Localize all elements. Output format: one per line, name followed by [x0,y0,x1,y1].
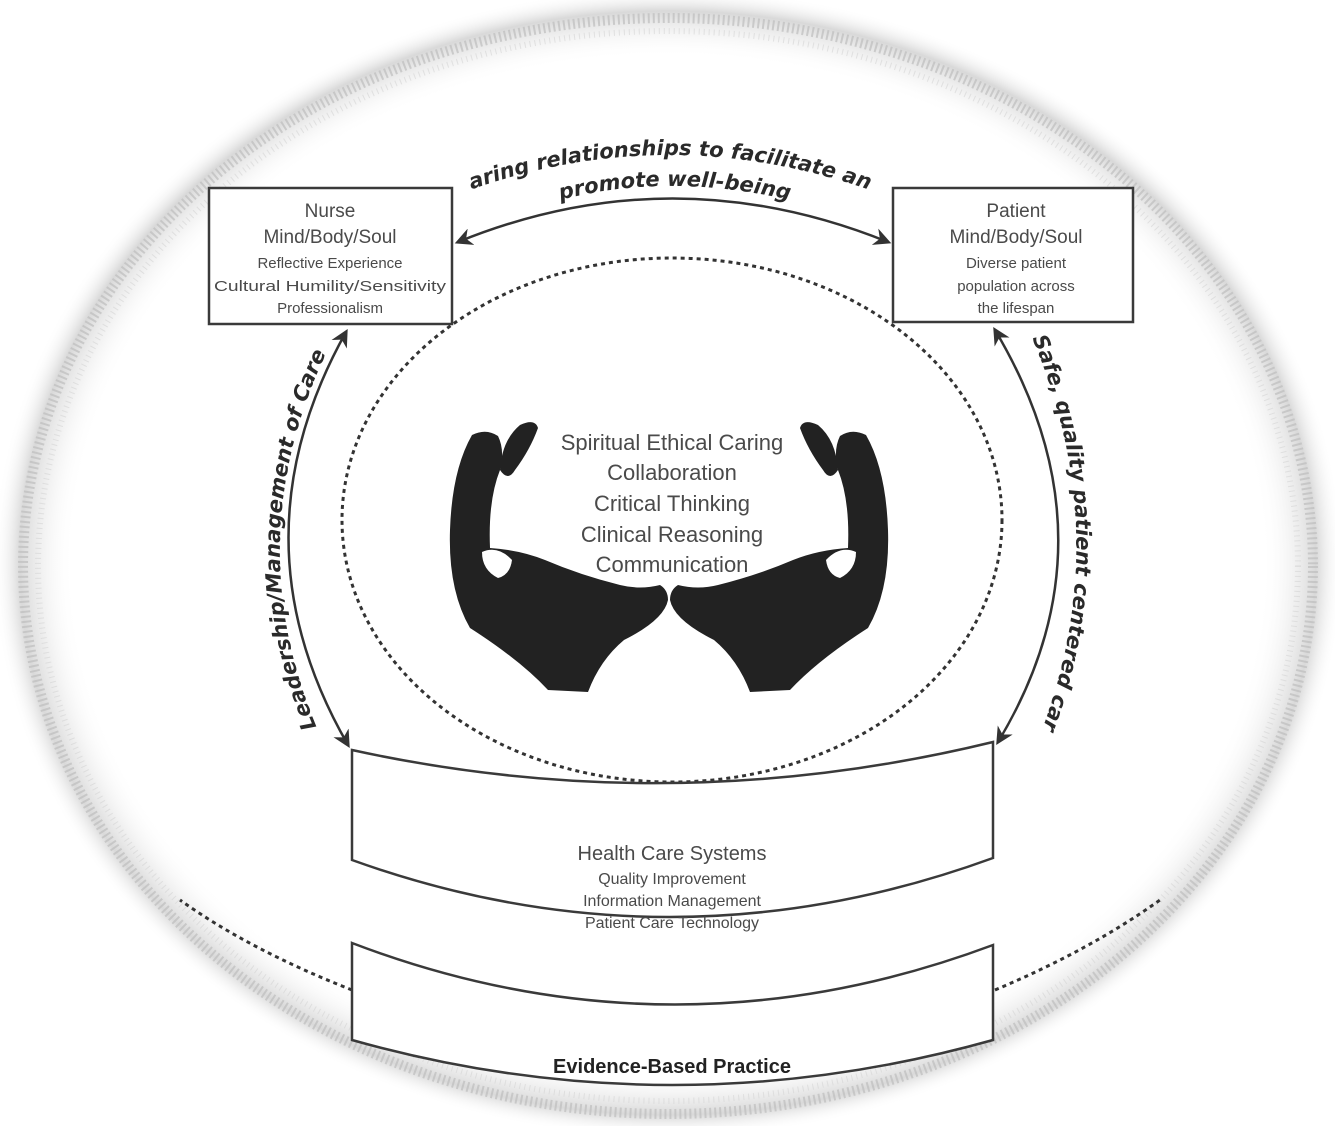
patient-box: Patient Mind/Body/Soul Diverse patient p… [891,186,1135,324]
outer-oval-inner [35,28,1301,1104]
core-value-5: Communication [596,552,749,577]
safe-care-arrow [993,326,1060,745]
caring-relationship-arrow [454,197,892,245]
core-values: Spiritual Ethical Caring Collaboration C… [558,428,786,578]
nurse-box: Nurse Mind/Body/Soul Reflective Experien… [207,186,454,326]
core-value-4: Clinical Reasoning [581,522,763,547]
evidence-label: Evidence-Based Practice [553,1056,791,1078]
health-care-systems-box: Health Care Systems Quality Improvement … [350,740,995,932]
core-value-3: Critical Thinking [594,491,750,516]
patient-title: Patient [986,201,1046,222]
core-value-1: Spiritual Ethical Caring [561,430,784,455]
nurse-line-3: Professionalism [277,300,383,317]
bottom-left-dotted-arc [179,898,353,992]
outer-oval [18,13,1318,1119]
core-value-2: Collaboration [607,460,737,485]
hcs-line-2: Information Management [583,893,761,910]
nurse-subtitle: Mind/Body/Soul [263,227,396,248]
evidence-based-practice-box: Evidence-Based Practice [350,941,995,1087]
patient-subtitle: Mind/Body/Soul [949,227,1082,248]
nurse-title: Nurse [305,201,356,222]
cupped-hands-icon [449,422,889,692]
nurse-line-1: Reflective Experience [257,255,402,272]
hcs-line-3: Patient Care Technology [585,915,759,932]
patient-line-2: population across [957,278,1075,295]
patient-line-1: Diverse patient [966,255,1067,272]
hcs-line-1: Quality Improvement [598,871,746,888]
hcs-title: Health Care Systems [578,843,767,865]
bottom-right-dotted-arc [994,898,1161,992]
leadership-arrow [287,328,350,749]
nurse-line-2: Cultural Humility/Sensitivity [214,278,447,295]
patient-line-3: the lifespan [978,300,1055,317]
